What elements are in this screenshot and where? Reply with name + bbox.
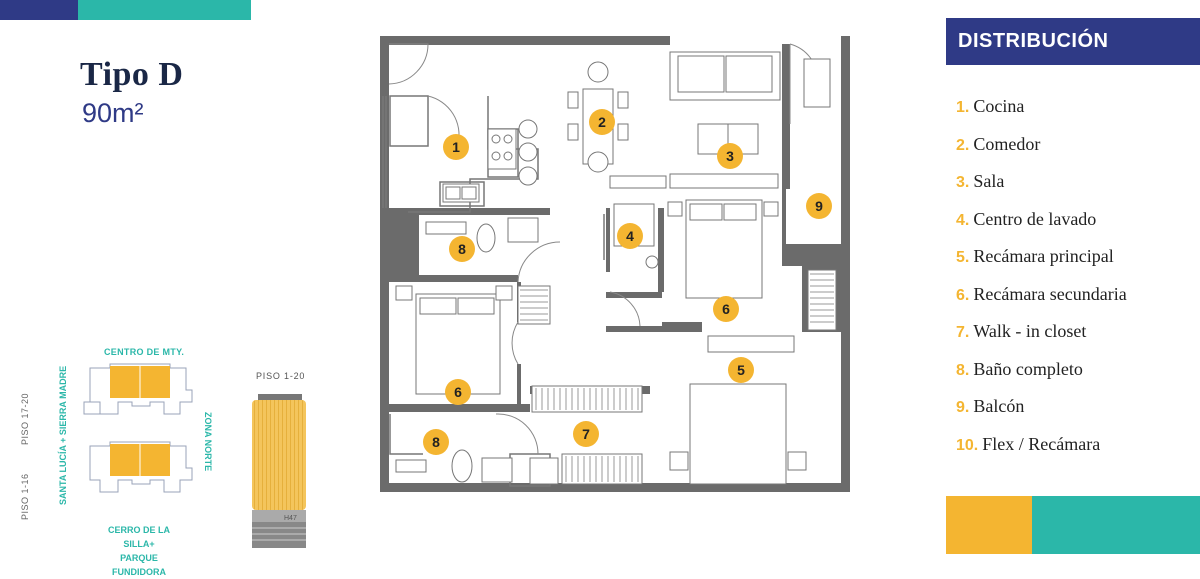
room-marker-7: 7 (573, 421, 599, 447)
distribution-list: 1.Cocina 2.Comedor 3.Sala 4.Centro de la… (956, 94, 1200, 469)
location-top-label: CENTRO DE MTY. (104, 347, 185, 357)
top-accent-navy (0, 0, 78, 20)
distribution-item: 2.Comedor (956, 133, 1041, 154)
location-left-label: SANTA LUCÍA + SIERRA MADRE (58, 365, 68, 505)
location-bottom-label: CERRO DE LA SILLA+ PARQUE FUNDIDORA (94, 523, 184, 579)
footer-accent-teal (1032, 496, 1200, 554)
room-marker-4: 4 (617, 223, 643, 249)
unit-title: Tipo D (80, 56, 184, 93)
room-markers: 1 2 3 4 5 6 6 7 8 8 9 (423, 109, 832, 455)
distribution-item: 9.Balcón (956, 396, 1025, 416)
room-marker-3: 3 (717, 143, 743, 169)
room-marker-5: 5 (728, 357, 754, 383)
svg-text:1: 1 (452, 139, 460, 155)
distribution-item: 8.Baño completo (956, 358, 1083, 379)
distribution-heading: DISTRIBUCIÓN (946, 18, 1200, 65)
room-marker-8a: 8 (449, 236, 475, 262)
svg-text:6: 6 (722, 301, 730, 317)
floor-lower-label: PISO 1-16 (20, 473, 30, 520)
svg-text:3: 3 (726, 148, 734, 164)
tower-id: H47 (284, 515, 297, 522)
room-marker-1: 1 (443, 134, 469, 160)
distribution-item: 7.Walk - in closet (956, 321, 1087, 341)
svg-text:7: 7 (582, 426, 590, 442)
tower-floor-range: PISO 1-20 (256, 371, 306, 381)
floor-upper-label: PISO 17-20 (20, 392, 30, 445)
room-marker-6b: 6 (445, 379, 471, 405)
top-accent-teal (78, 0, 251, 20)
distribution-item: 1.Cocina (956, 96, 1025, 116)
distribution-item: 10.Flex / Recámara (956, 433, 1101, 454)
svg-text:8: 8 (458, 241, 466, 257)
room-marker-8b: 8 (423, 429, 449, 455)
closet-hatching (520, 273, 834, 482)
unit-area: 90m² (82, 98, 144, 128)
floor-plan: 1 2 3 4 5 6 6 7 8 8 9 (380, 36, 850, 492)
distribution-item: 6.Recámara secundaria (956, 283, 1127, 304)
room-marker-9: 9 (806, 193, 832, 219)
svg-text:4: 4 (626, 228, 634, 244)
location-bottom-line2: PARQUE FUNDIDORA (112, 553, 166, 577)
room-marker-2: 2 (589, 109, 615, 135)
room-marker-6a: 6 (713, 296, 739, 322)
distribution-item: 4.Centro de lavado (956, 208, 1097, 229)
svg-text:8: 8 (432, 434, 440, 450)
location-bottom-line1: CERRO DE LA SILLA+ (107, 525, 170, 549)
svg-text:5: 5 (737, 362, 745, 378)
footer-accent-yellow (946, 496, 1032, 554)
svg-text:2: 2 (598, 114, 606, 130)
distribution-item: 5.Recámara principal (956, 246, 1114, 266)
location-key-plan (83, 363, 193, 493)
svg-text:6: 6 (454, 384, 462, 400)
distribution-item: 3.Sala (956, 171, 1005, 191)
tower-elevation: H47 (252, 394, 306, 548)
svg-text:9: 9 (815, 198, 823, 214)
location-right-label: ZONA NORTE (203, 412, 213, 472)
